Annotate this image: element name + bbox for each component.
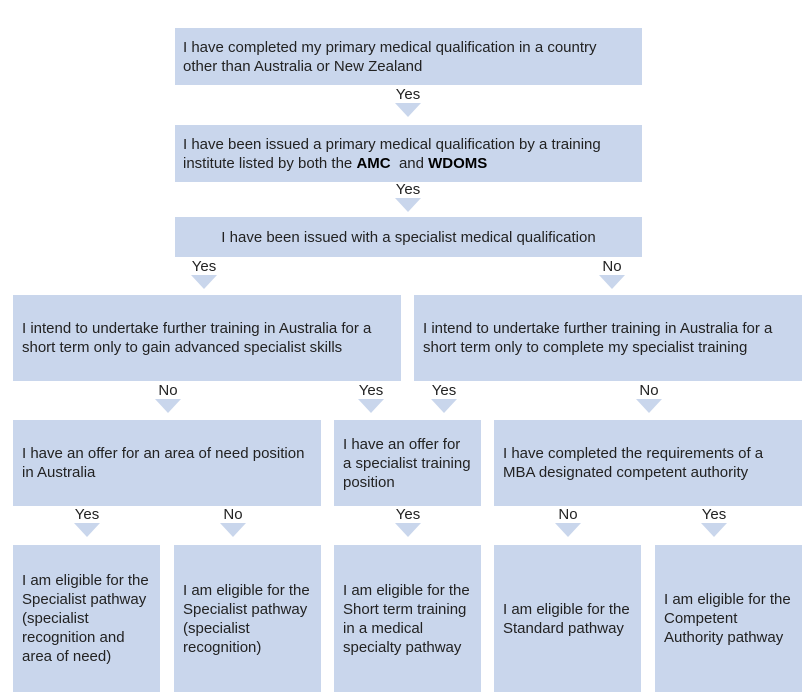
label-yes: Yes: [74, 506, 100, 523]
node-text: I have been issued with a specialist med…: [221, 228, 596, 246]
node-training-advanced-skills: I intend to undertake further training i…: [13, 295, 401, 381]
node-text: I intend to undertake further training i…: [423, 320, 773, 356]
label-yes: Yes: [395, 506, 421, 523]
node-institute-listed-amc-wdoms: I have been issued a primary medical qua…: [175, 125, 642, 182]
label-no: No: [602, 258, 622, 275]
label-no: No: [639, 382, 659, 399]
result-competent-authority: I am eligible for the Competent Authorit…: [655, 545, 802, 692]
node-specialist-qualification: I have been issued with a specialist med…: [175, 217, 642, 257]
arrow-down-icon: [155, 399, 181, 413]
label-no: No: [558, 506, 578, 523]
node-competent-authority-requirements: I have completed the requirements of a M…: [494, 420, 802, 506]
arrow-down-icon: [191, 275, 217, 289]
node-text: I am eligible for the Competent Authorit…: [664, 591, 791, 646]
label-yes: Yes: [395, 181, 421, 198]
node-text: I have an offer for a specialist trainin…: [343, 435, 471, 491]
node-primary-qualification-overseas: I have completed my primary medical qual…: [175, 28, 642, 85]
node-text: I am eligible for the Specialist pathway…: [183, 581, 310, 656]
node-text: I have an offer for an area of need posi…: [22, 445, 305, 481]
result-short-term-training: I am eligible for the Short term trainin…: [334, 545, 481, 692]
arrow-down-icon: [431, 399, 457, 413]
label-no: No: [158, 382, 178, 399]
arrow-down-icon: [701, 523, 727, 537]
wdoms-term: WDOMS: [428, 154, 488, 172]
arrow-down-icon: [395, 103, 421, 117]
label-yes: Yes: [431, 382, 457, 399]
label-yes: Yes: [191, 258, 217, 275]
node-text: I intend to undertake further training i…: [22, 320, 372, 356]
arrow-down-icon: [599, 275, 625, 289]
arrow-down-icon: [395, 523, 421, 537]
node-text: I am eligible for the Specialist pathway…: [22, 572, 149, 665]
label-yes: Yes: [395, 86, 421, 103]
amc-term: AMC: [356, 154, 391, 172]
node-area-of-need-offer: I have an offer for an area of need posi…: [13, 420, 321, 506]
node-text: I have been issued a primary medical qua…: [183, 135, 601, 172]
node-text: I am eligible for the Short term trainin…: [343, 581, 470, 656]
arrow-down-icon: [220, 523, 246, 537]
arrow-down-icon: [555, 523, 581, 537]
label-no: No: [223, 506, 243, 523]
label-yes: Yes: [358, 382, 384, 399]
node-text: I have completed the requirements of a M…: [503, 445, 764, 481]
arrow-down-icon: [636, 399, 662, 413]
label-yes: Yes: [701, 506, 727, 523]
result-standard-pathway: I am eligible for the Standard pathway: [494, 545, 641, 692]
arrow-down-icon: [395, 198, 421, 212]
result-specialist-recognition: I am eligible for the Specialist pathway…: [174, 545, 321, 692]
node-specialist-training-offer: I have an offer for a specialist trainin…: [334, 420, 481, 506]
node-text: I am eligible for the Standard pathway: [503, 600, 630, 637]
node-training-complete-specialist: I intend to undertake further training i…: [414, 295, 802, 381]
arrow-down-icon: [358, 399, 384, 413]
result-specialist-area-of-need: I am eligible for the Specialist pathway…: [13, 545, 160, 692]
node-text: I have completed my primary medical qual…: [183, 38, 597, 75]
arrow-down-icon: [74, 523, 100, 537]
